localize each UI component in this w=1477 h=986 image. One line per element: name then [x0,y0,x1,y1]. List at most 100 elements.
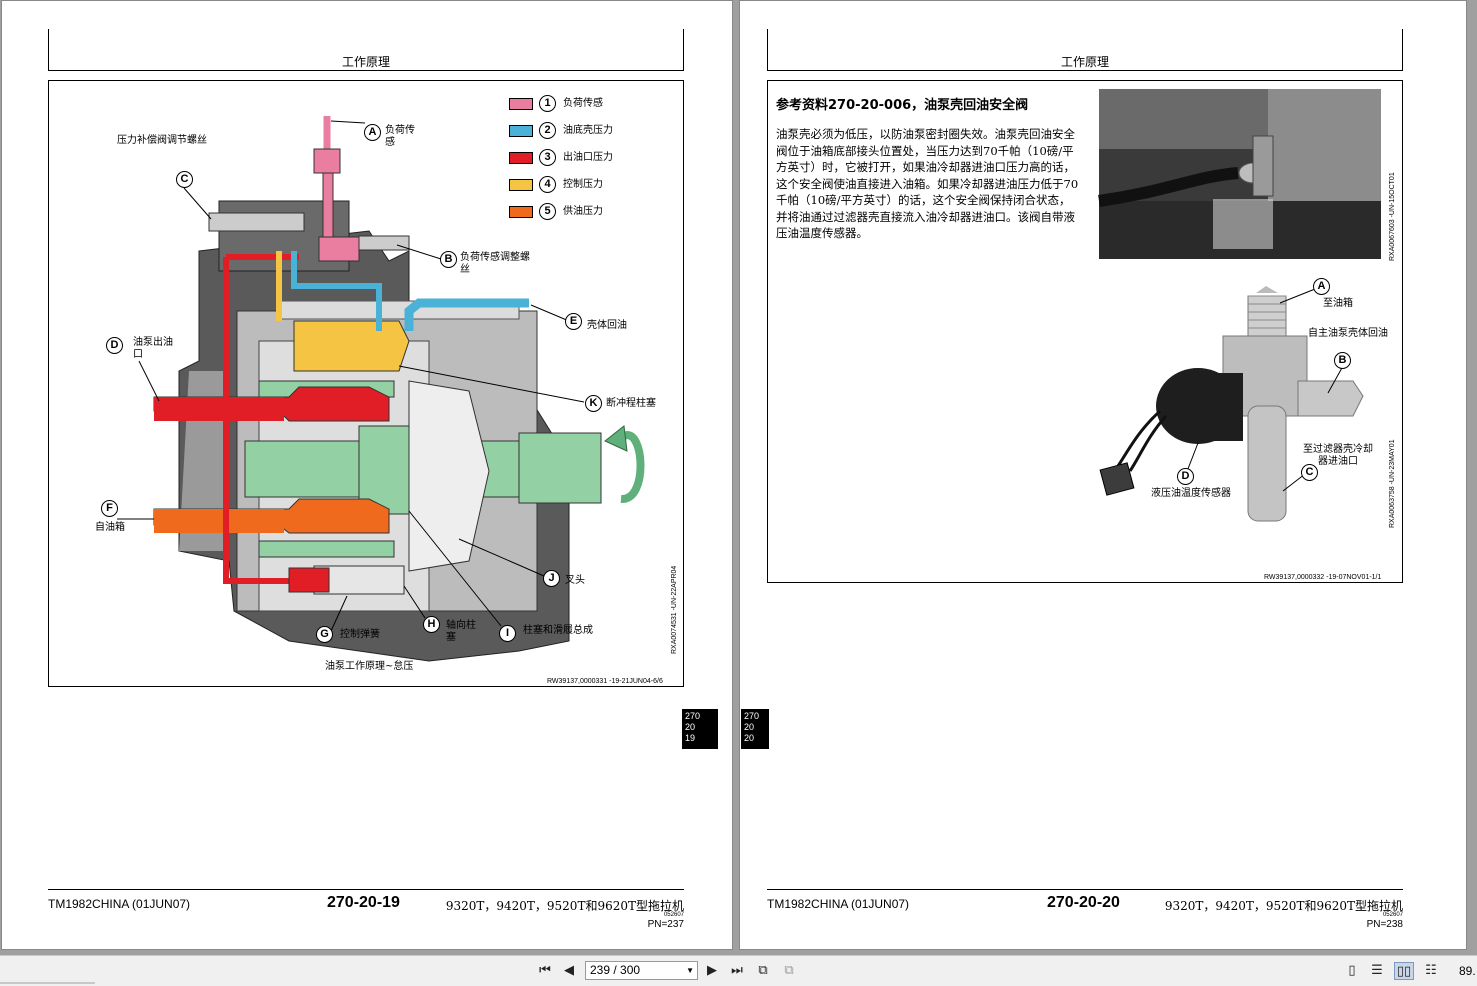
footer-pn: PN=237 [647,919,684,930]
legend-swatch [509,125,533,137]
callout-g: G [316,626,333,643]
go-forward-icon[interactable]: ⧉ [784,963,794,978]
legend-label: 控制压力 [563,179,603,190]
footer-date-code: 052607 [1382,912,1403,918]
legend-label: 负荷传感 [563,98,603,109]
page-tab: 270 20 19 [682,709,718,749]
callout-f-label: 自油箱 [95,522,125,533]
legend-item: 5 供油压力 [509,203,669,221]
tab-line: 270 [744,711,760,721]
legend-number: 4 [539,176,556,193]
callout-k: K [585,395,602,412]
photo-vertical-ref: RXA0067603 -UN-15OCT01 [1389,172,1396,261]
callout-j-label: 叉头 [565,575,585,586]
footer-date-code: 052607 [663,912,684,918]
page-header: 工作原理 [767,29,1403,71]
facing-view-icon[interactable]: ▯▯ [1394,962,1414,980]
last-page-icon[interactable]: ⏭ [731,963,743,978]
legend-item: 3 出油口压力 [509,149,669,167]
footer-pn: PN=238 [1366,919,1403,930]
legend-number: 1 [539,95,556,112]
legend-label: 油底壳压力 [563,125,613,136]
page-tab: 270 20 20 [741,709,769,749]
left-page: 工作原理 [1,0,733,950]
page-header: 工作原理 [48,29,684,71]
legend-swatch [509,206,533,218]
first-page-icon[interactable]: ⏮ [539,963,551,978]
tab-line: 270 [685,711,701,721]
footer-rule [48,889,684,890]
footer-model: 9320T，9420T，9520T和9620T型拖拉机 [1164,899,1403,913]
tab-line: 20 [685,722,696,732]
return-label: 自主油泵壳体回油 [1308,328,1388,339]
callout-a: A [1313,278,1330,295]
continuous-facing-view-icon[interactable]: ☷ [1425,963,1437,978]
footer-page-number: 270-20-19 [327,894,400,911]
next-page-icon[interactable]: ▶ [707,963,717,978]
tab-line: 20 [744,733,755,743]
scroll-track [0,982,95,984]
prev-page-icon[interactable]: ◀ [564,963,574,978]
callout-e-label: 壳体回油 [587,320,627,331]
diagram-vertical-ref: RXA0063758 -UN-23MAY01 [1389,439,1396,528]
callout-a-label: 负荷传感 [385,125,415,148]
tab-line: 19 [685,733,696,743]
page-selector[interactable]: 239 / 300 ▼ [585,961,698,980]
continuous-view-icon[interactable]: ☰ [1371,963,1383,978]
figure-caption: 油泵工作原理~怠压 [325,661,414,672]
single-page-view-icon[interactable]: ▯ [1348,963,1356,978]
dropdown-arrow-icon: ▼ [686,966,694,975]
callout-b: B [440,251,457,268]
legend-swatch [509,152,533,164]
legend-item: 4 控制压力 [509,176,669,194]
callout-h-label: 轴向柱塞 [446,620,476,643]
callout-f: F [101,500,118,517]
valve-photo-and-diagram [1098,89,1381,522]
relief-valve-section: 参考资料270-20-006，油泵壳回油安全阀 油泵壳必须为低压，以防油泵密封圈… [767,80,1403,583]
footer-model: 9320T，9420T，9520T和9620T型拖拉机 [445,899,684,913]
callout-c: C [1301,464,1318,481]
go-back-icon[interactable]: ⧉ [758,963,768,978]
callout-b: B [1334,352,1351,369]
callout-a: A [364,124,381,141]
footer-manual-code: TM1982CHINA (01JUN07) [48,897,191,911]
callout-j: J [543,570,560,587]
header-title: 工作原理 [341,55,390,69]
legend-swatch [509,179,533,191]
callout-g-label: 控制弹簧 [340,629,380,640]
legend-number: 2 [539,122,556,139]
zoom-level[interactable]: 89. [1459,964,1476,978]
legend-label: 供油压力 [563,206,603,217]
footer-manual-code: TM1982CHINA (01JUN07) [767,897,910,911]
callout-b-label: 负荷传感调整螺丝 [460,252,530,275]
legend-item: 1 负荷传感 [509,95,669,113]
right-page: 工作原理 参考资料270-20-006，油泵壳回油安全阀 油泵壳必须为低压，以防… [739,0,1467,950]
callout-i-label: 柱塞和滑履总成 [523,625,593,636]
section-body: 油泵壳必须为低压，以防油泵密封圈失效。油泵壳回油安全阀位于油箱底部接头位置处，当… [776,127,1079,240]
section-title: 参考资料270-20-006，油泵壳回油安全阀 [776,98,1029,113]
legend-item: 2 油底壳压力 [509,122,669,140]
callout-d: D [1177,468,1194,485]
figure-vertical-ref: RXA0074531 -UN-22APR04 [671,565,678,654]
callout-i: I [499,625,516,642]
pump-cutaway-drawing [117,116,645,662]
callout-c: C [176,171,193,188]
pump-figure: 1 负荷传感 2 油底壳压力 3 出油口压力 4 控制压力 5 供油压力 [48,80,684,687]
legend-number: 3 [539,149,556,166]
header-title: 工作原理 [1060,55,1109,69]
figure-ref-code: RW39137,0000331 -19-21JUN04-6/6 [547,678,663,685]
filter-label: 至过滤器壳冷却器进油口 [1303,444,1373,467]
tab-line: 20 [744,722,755,732]
callout-h: H [423,616,440,633]
footer-rule [767,889,1403,890]
callout-d: D [106,337,123,354]
legend-number: 5 [539,203,556,220]
callout-a-label: 至油箱 [1323,298,1353,309]
viewer-toolbar: ⏮ ◀ 239 / 300 ▼ ▶ ⏭ ⧉ ⧉ ▯ ☰ ▯▯ ☷ 89. [0,955,1477,986]
callout-k-label: 断冲程柱塞 [606,398,656,409]
legend-label: 出油口压力 [563,152,613,163]
callout-e: E [565,313,582,330]
section-ref-code: RW39137,0000332 -19-07NOV01-1/1 [1264,574,1382,581]
footer-page-number: 270-20-20 [1047,894,1120,911]
callout-d-label: 油泵出油口 [133,337,173,360]
